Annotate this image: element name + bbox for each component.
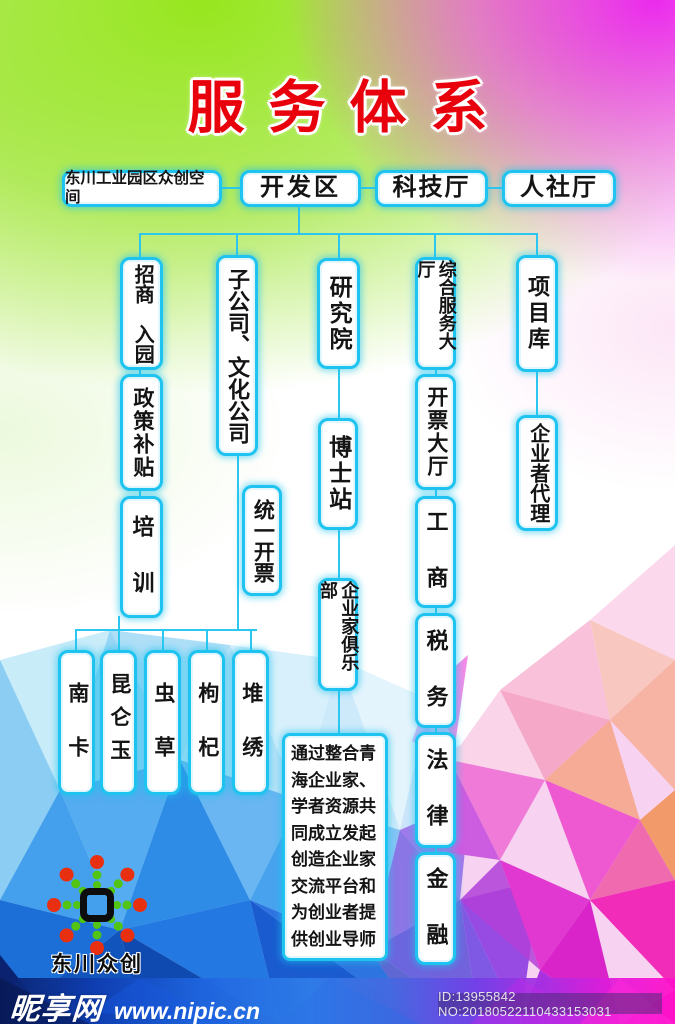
nipic-url: www.nipic.cn xyxy=(114,998,261,1024)
node-doctoral-station: 博士站 xyxy=(318,418,358,530)
node-research-institute: 研究院 xyxy=(317,258,360,369)
node-taxation: 税 务 xyxy=(415,613,456,728)
node-project-library: 项目库 xyxy=(516,255,558,372)
node-training: 培 训 xyxy=(120,496,163,618)
connector-line xyxy=(237,300,239,630)
node-invoicing-hall: 开票大厅 xyxy=(415,374,456,490)
connector-line xyxy=(250,629,252,651)
connector-line xyxy=(361,187,375,189)
node-science-tech-dept: 科技厅 xyxy=(375,170,488,207)
node-entrepreneur-club: 企业家俱乐部 xyxy=(318,578,359,691)
connector-line xyxy=(118,616,120,651)
connector-line xyxy=(162,629,164,651)
watermark-id: ID:13955842 NO:20180522110433153031 xyxy=(438,989,662,1019)
node-development-zone: 开发区 xyxy=(240,170,361,207)
node-finance: 金 融 xyxy=(415,852,456,965)
node-product-nanka: 南 卡 xyxy=(58,650,95,795)
dongchuan-logo-text: 东川众创 xyxy=(51,953,143,976)
connector-line xyxy=(236,233,238,259)
note-entrepreneur-club-desc: 通过整合青海企业家、学者资源共同成立发起创造企业家交流平台和为创业者提供创业导师 xyxy=(282,733,388,961)
node-investment-park-entry: 招商 入园 xyxy=(120,257,163,370)
nipic-site-logo: 昵享网 xyxy=(8,993,104,1024)
connector-line xyxy=(76,629,257,631)
node-makerspace: 东川工业园区众创空间 xyxy=(62,170,222,207)
node-subsidiary-culture-company: 子公司、文化公司 xyxy=(216,255,258,456)
connector-line xyxy=(536,233,538,259)
node-enterprise-agency: 企业者代理 xyxy=(516,415,558,531)
footer-brand: 昵享网 www.nipic.cn xyxy=(8,984,261,1024)
node-product-caterpillar-fungus: 虫 草 xyxy=(144,650,181,795)
connector-line xyxy=(139,233,141,262)
page-title: 服务体系 xyxy=(187,74,512,141)
node-hr-social-dept: 人社厅 xyxy=(502,170,616,207)
node-product-goji: 枸 杞 xyxy=(188,650,225,795)
node-service-hall: 综合服务大厅 xyxy=(415,257,457,370)
node-policy-subsidy: 政策补贴 xyxy=(120,374,163,491)
node-industry-commerce: 工 商 xyxy=(415,496,456,608)
connector-line xyxy=(75,629,77,651)
connector-line xyxy=(206,629,208,651)
connector-line xyxy=(488,187,502,189)
node-unified-invoicing: 统一开票 xyxy=(242,485,282,596)
node-legal: 法 律 xyxy=(415,732,456,848)
connector-line xyxy=(434,233,436,259)
connector-line xyxy=(298,207,300,234)
node-product-kunlun-jade: 昆仑玉 xyxy=(100,650,137,795)
connector-line xyxy=(338,233,340,263)
node-product-duixiu-embroidery: 堆 绣 xyxy=(232,650,269,795)
connector-line xyxy=(222,187,240,189)
dongchuan-logo-icon xyxy=(47,855,147,955)
